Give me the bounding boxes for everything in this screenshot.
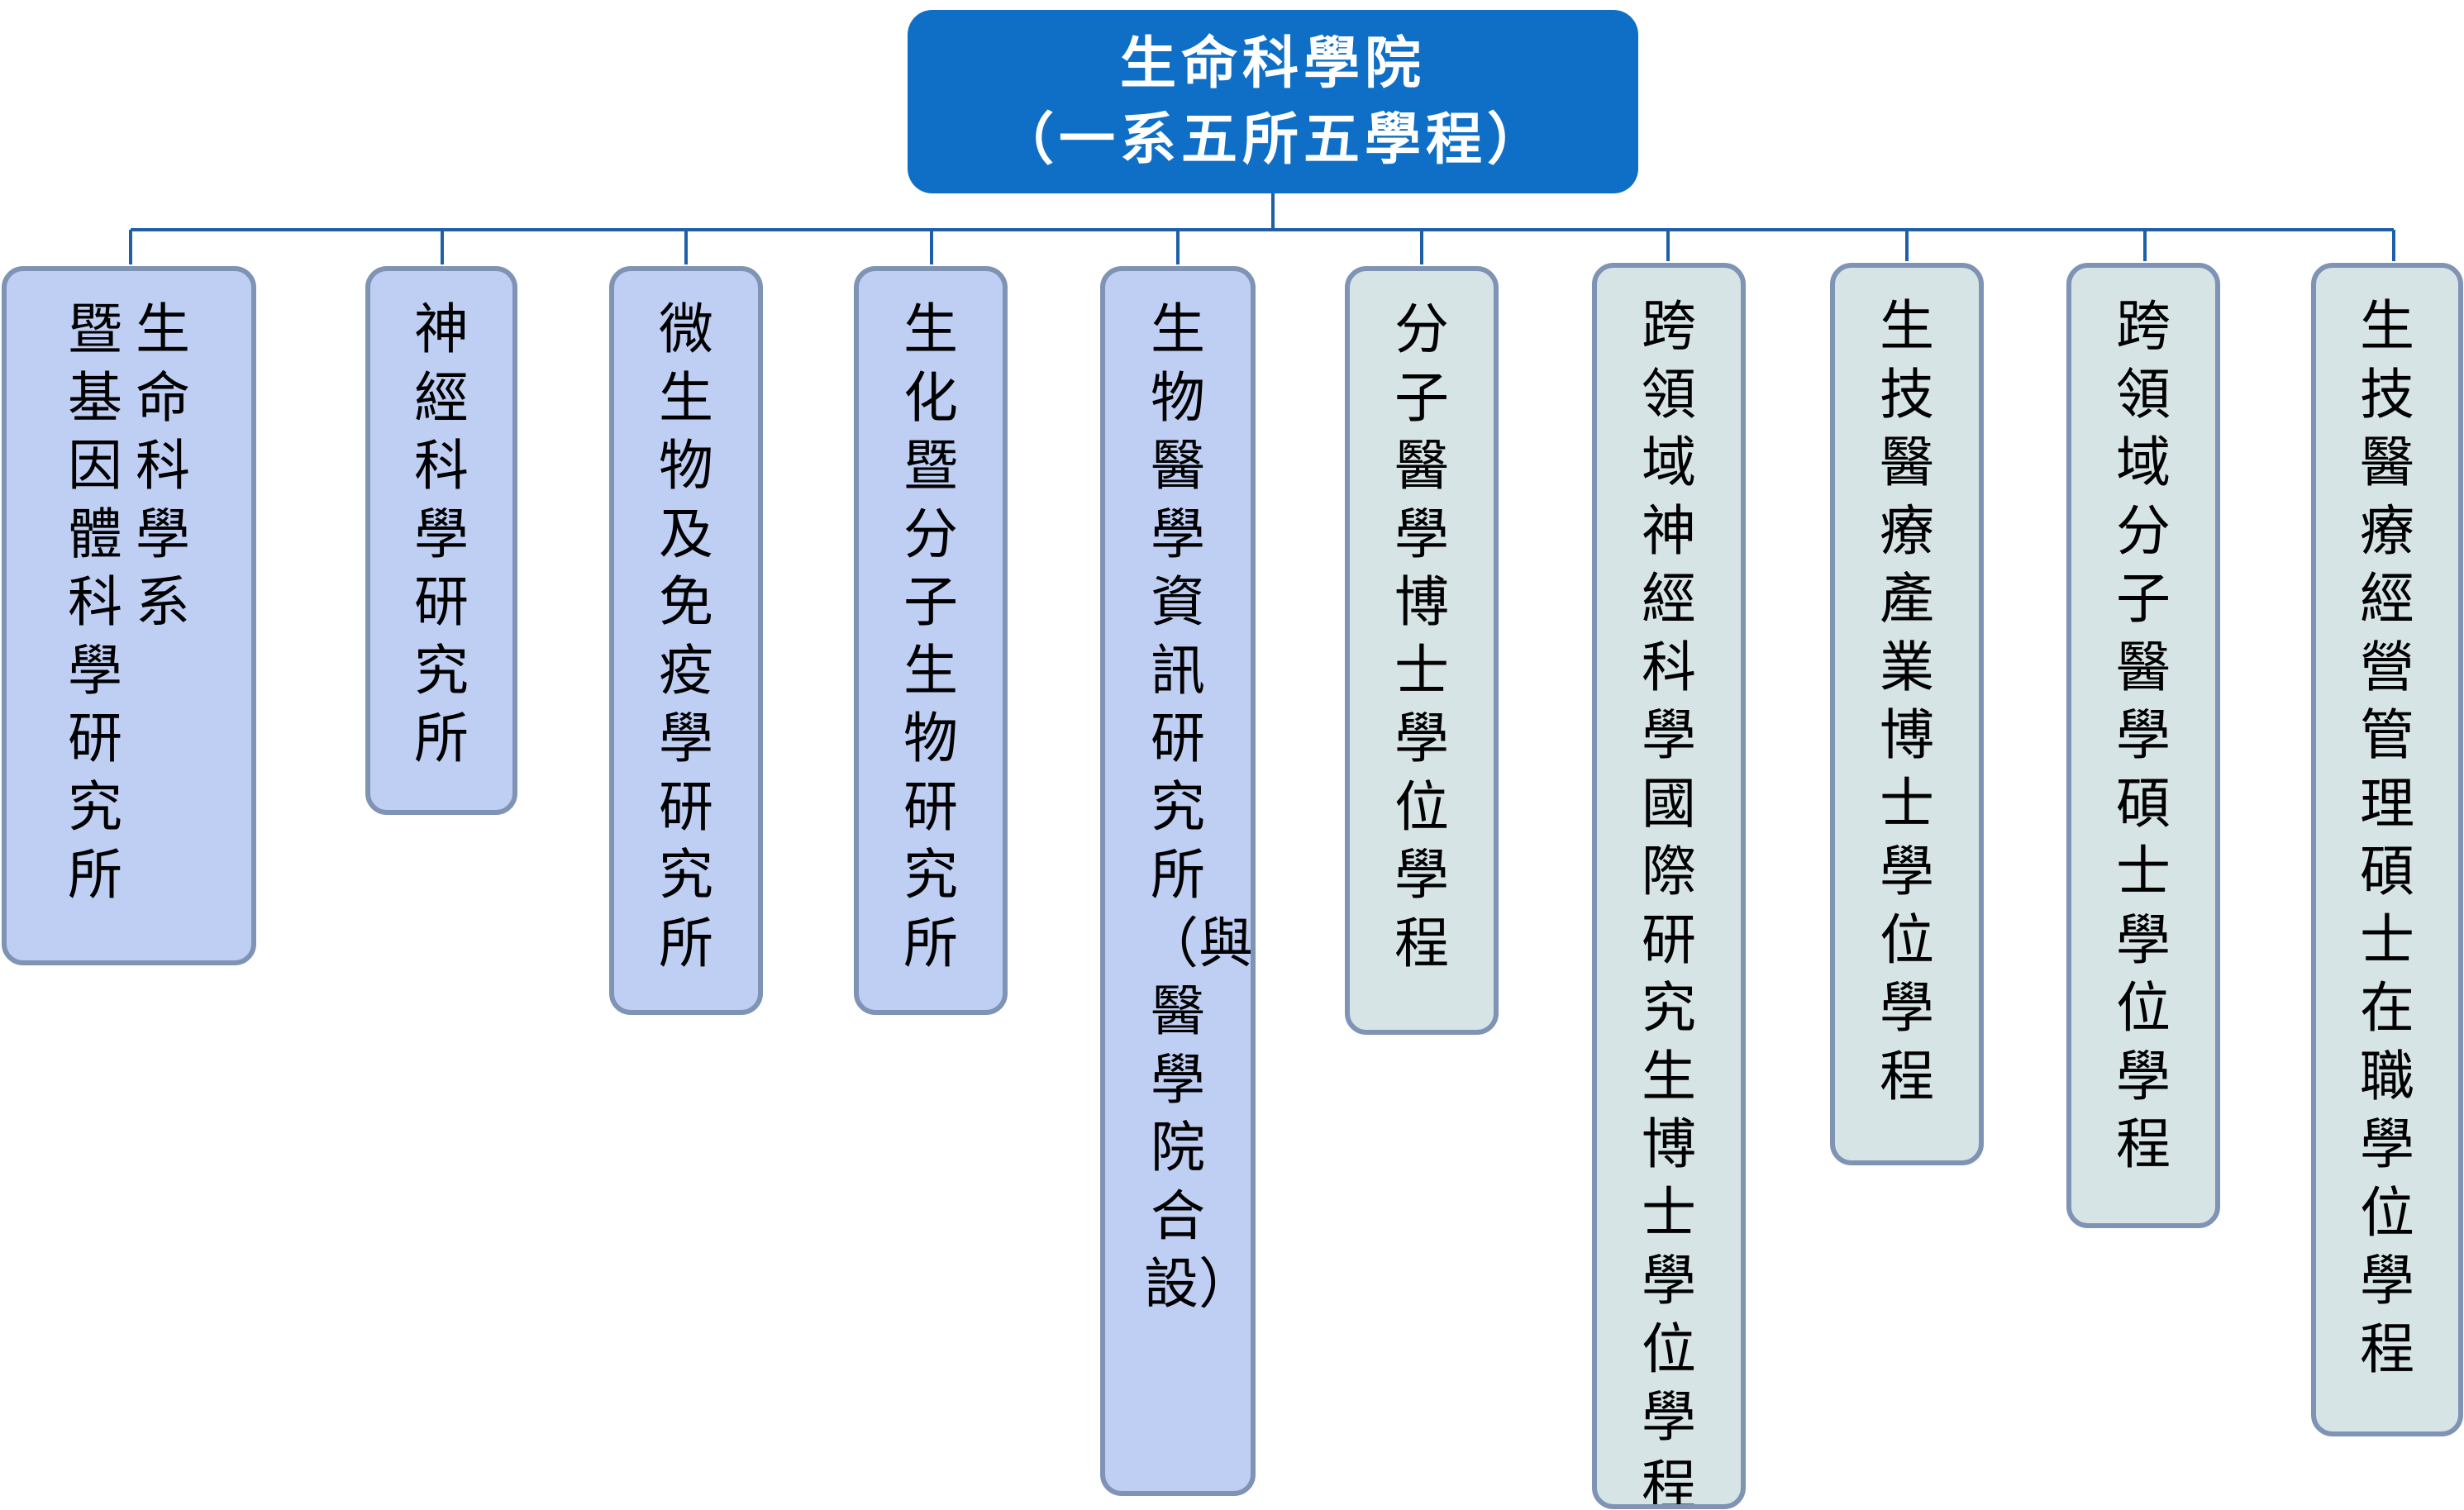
unit-life-science-dept: 生命科學系 暨基因體科學研究所: [2, 266, 256, 965]
unit-label: 生物醫學資訊研究所（與醫學院合設）: [1144, 298, 1253, 1316]
unit-label-col2: 暨基因體科學研究所: [68, 298, 122, 907]
unit-biomedical-informatics-institute: 生物醫學資訊研究所（與醫學院合設）: [1100, 266, 1256, 1496]
unit-biotech-industry-phd-program: 生技醫療產業博士學位學程: [1830, 263, 1984, 1165]
unit-label: 生技醫療產業博士學位學程: [1880, 294, 1934, 1108]
unit-label: 生化暨分子生物研究所: [903, 298, 958, 975]
unit-neuroscience-international-phd-program: 跨領域神經科學國際研究生博士學位學程: [1592, 263, 1746, 1509]
college-name: 生命科學院: [1119, 31, 1426, 97]
unit-label: 分子醫學博士學位學程: [1394, 298, 1449, 975]
college-summary: （一系五所五學程）: [997, 107, 1548, 173]
unit-molecular-medicine-phd-program: 分子醫學博士學位學程: [1345, 266, 1499, 1035]
unit-label: 生技醫療經營管理碩士在職學位學程: [2360, 294, 2414, 1381]
unit-neuroscience-institute: 神經科學研究所: [365, 266, 517, 815]
unit-label: 微生物及免疫學研究所: [659, 298, 713, 975]
unit-molecular-medicine-masters-program: 跨領域分子醫學碩士學位學程: [2066, 263, 2220, 1228]
unit-biotech-management-emba-program: 生技醫療經營管理碩士在職學位學程: [2311, 263, 2463, 1436]
unit-label: 神經科學研究所: [414, 298, 469, 770]
college-root-node: 生命科學院 （一系五所五學程）: [908, 10, 1638, 193]
unit-biochemistry-molecular-biology-institute: 生化暨分子生物研究所: [854, 266, 1008, 1015]
unit-microbiology-immunology-institute: 微生物及免疫學研究所: [609, 266, 763, 1015]
unit-label: 跨領域神經科學國際研究生博士學位學程: [1642, 294, 1696, 1509]
unit-label: 跨領域分子醫學碩士學位學程: [2116, 294, 2171, 1176]
unit-label-col1: 生命科學系: [136, 298, 190, 634]
